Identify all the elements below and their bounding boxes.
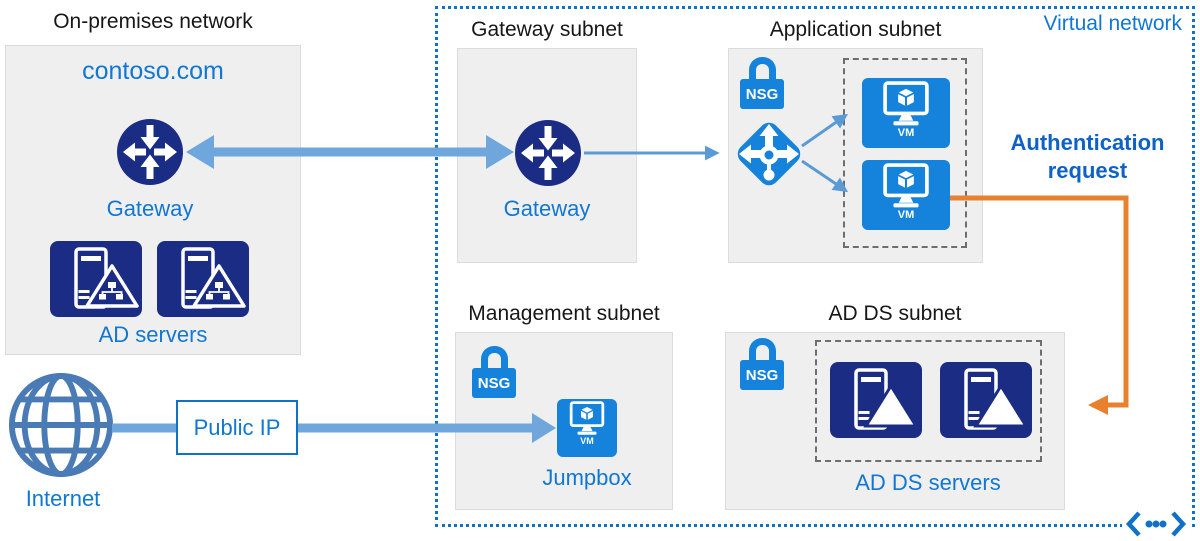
app-nsg-icon: NSG: [740, 57, 784, 109]
ad-ds-server-icon: [830, 362, 922, 438]
lock-shackle: [748, 338, 776, 363]
lock-body: NSG: [740, 360, 784, 390]
vm-monitor-icon: [569, 401, 605, 435]
chevrons-dots-icon: [1125, 511, 1187, 537]
lock-shackle: [748, 57, 776, 82]
mgmt-nsg-label: NSG: [477, 374, 511, 392]
public-ip-box: Public IP: [176, 400, 298, 455]
ad-servers-label: AD servers: [98, 322, 208, 347]
ad-ds-server-icon: [940, 362, 1032, 438]
contoso-domain-label: contoso.com: [82, 57, 224, 85]
adds-nsg-label: NSG: [745, 366, 779, 384]
vm-monitor-icon: [883, 81, 929, 126]
adds-nsg-icon: NSG: [740, 338, 784, 390]
mgmt-nsg-icon: NSG: [472, 346, 516, 398]
ad-ds-servers-label: AD DS servers: [855, 470, 1001, 495]
ad-server-icon: [157, 241, 249, 317]
virtual-network-icon: [1122, 508, 1190, 540]
internet-label: Internet: [25, 486, 101, 511]
vm-monitor-icon: [883, 163, 929, 208]
jumpbox-vm: VM: [557, 399, 617, 457]
onprem-gateway-label: Gateway: [106, 196, 194, 221]
app-nsg-label: NSG: [745, 85, 779, 103]
virtual-network-boundary: [435, 6, 1195, 527]
ad-server-icon: [50, 241, 142, 317]
vm-label: VM: [580, 436, 594, 446]
lock-shackle: [480, 346, 508, 371]
public-ip-label: Public IP: [193, 414, 281, 440]
jumpbox-label: Jumpbox: [542, 465, 632, 490]
auth-request-label: Authentication request: [1010, 130, 1165, 183]
app-vm-1: VM: [862, 78, 950, 148]
lock-body: NSG: [740, 79, 784, 109]
virtual-network-label: Virtual network: [1043, 12, 1182, 35]
application-subnet-title: Application subnet: [769, 18, 942, 41]
on-premises-title: On-premises network: [53, 10, 253, 33]
load-balancer-icon: [737, 122, 801, 186]
vm-label: VM: [897, 127, 915, 139]
internet-globe-icon: [8, 372, 114, 478]
ad-ds-subnet-title: AD DS subnet: [828, 302, 962, 325]
availability-set-box: [843, 58, 967, 248]
management-subnet-title: Management subnet: [468, 302, 660, 325]
lock-body: NSG: [472, 368, 516, 398]
gateway-subnet-title: Gateway subnet: [471, 18, 623, 41]
vnet-gateway-label: Gateway: [503, 196, 591, 221]
onprem-gateway-icon: [117, 119, 183, 185]
vnet-gateway-icon: [515, 120, 581, 186]
app-vm-2: VM: [862, 160, 950, 230]
vm-label: VM: [897, 209, 915, 221]
